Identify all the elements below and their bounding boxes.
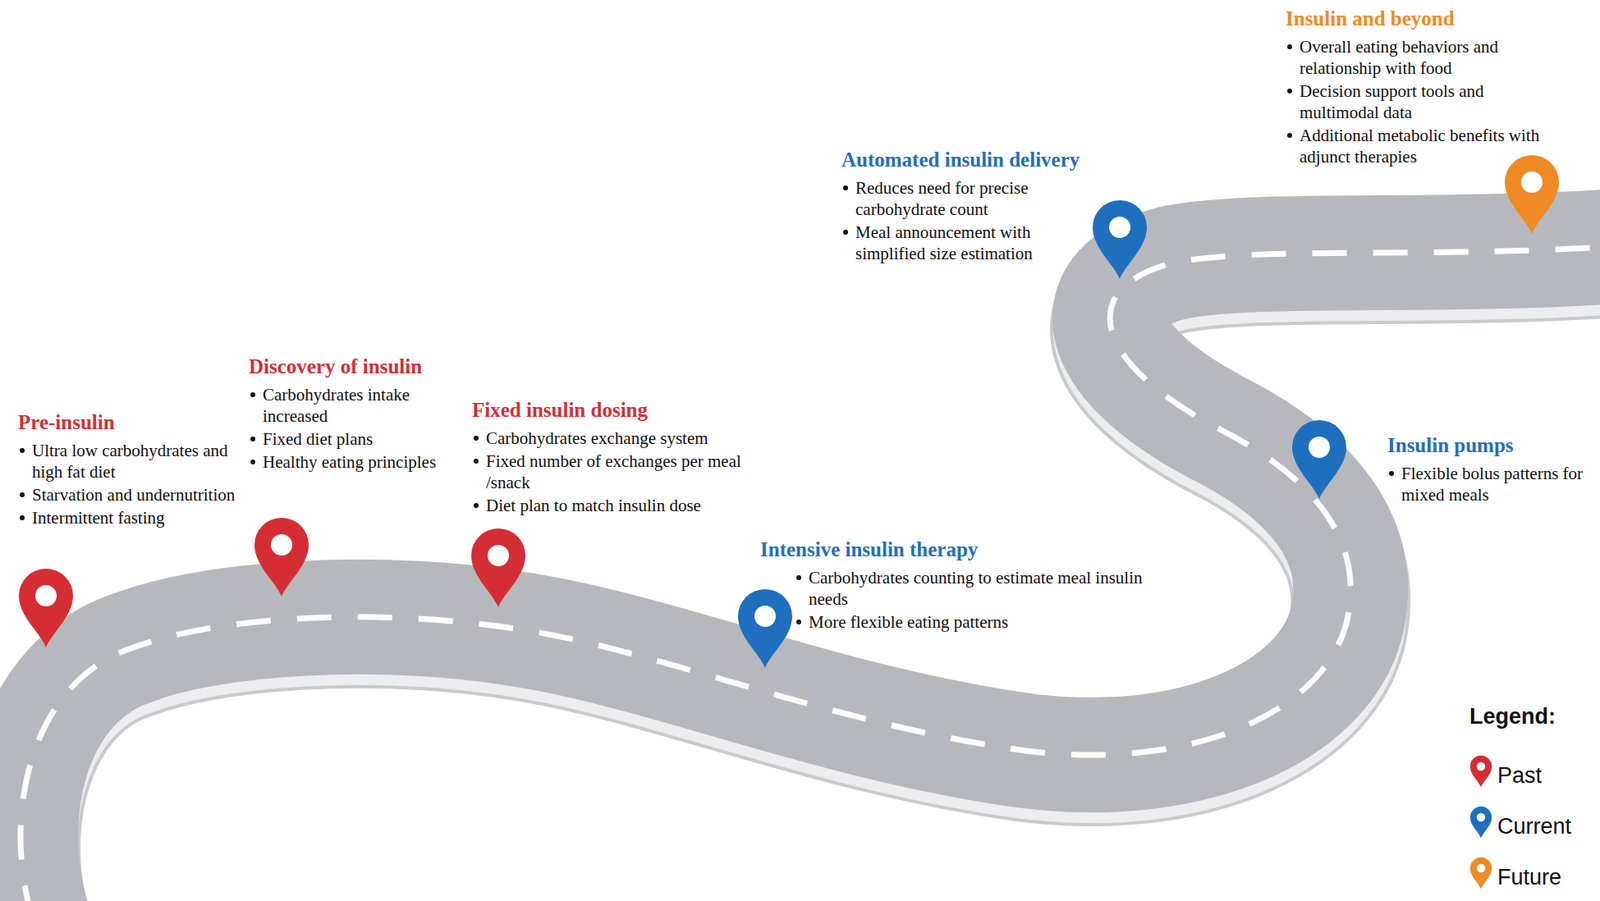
legend-text: Current — [1497, 813, 1572, 840]
map-pin — [18, 568, 74, 648]
legend-row: Past — [1469, 738, 1572, 789]
bullet-dot — [473, 503, 479, 509]
bullet-dot — [19, 492, 25, 498]
milestone: Discovery of insulinCarbohydrates intake… — [248, 354, 464, 475]
bullet-text: Carbohydrates exchange system — [485, 428, 709, 449]
bullet-dot — [1287, 132, 1293, 138]
milestone-bullet: Additional metabolic benefits with adjun… — [1285, 124, 1564, 168]
milestone-bullet: Reduces need for precise carbohydrate co… — [841, 177, 1088, 221]
bullet-text: Reduces need for precise carbohydrate co… — [855, 178, 1028, 220]
bullet-text: Healthy eating principles — [262, 452, 436, 473]
bullet-dot — [796, 619, 802, 625]
milestone-bullet: Diet plan to match insulin dose — [472, 495, 756, 517]
legend-pin — [1469, 754, 1493, 789]
map-pin — [471, 528, 526, 608]
bullet-text: Meal announcement with simplified size e… — [855, 222, 1033, 264]
legend-text: Future — [1497, 864, 1562, 891]
milestone-bullet: Meal announcement with simplified size e… — [841, 221, 1088, 265]
milestone-heading: Intensive insulin therapy — [760, 537, 1147, 563]
milestone-bullet: Carbohydrates exchange system — [472, 427, 756, 450]
map-pin — [1092, 200, 1147, 280]
milestone-heading: Pre-insulin — [18, 410, 258, 436]
map-pin — [738, 589, 793, 669]
milestone: Pre-insulinUltra low carbohydrates and h… — [18, 410, 258, 531]
legend-title: Legend: — [1469, 704, 1572, 730]
bullet-dot — [19, 448, 25, 454]
bullet-text: Additional metabolic benefits with adjun… — [1299, 125, 1540, 167]
bullet-text: Fixed number of exchanges per meal /snac… — [485, 451, 742, 493]
bullet-text: Intermittent fasting — [32, 508, 166, 528]
map-pin — [254, 518, 309, 597]
legend-text: Past — [1497, 762, 1542, 789]
bullet-dot — [1287, 88, 1293, 94]
pin-shape — [1470, 857, 1492, 890]
milestone-bullet: Carbohydrates intake increased — [248, 384, 464, 427]
bullet-text: Decision support tools and multimodal da… — [1299, 81, 1485, 123]
milestone-bullet: Fixed number of exchanges per meal /snac… — [472, 450, 756, 494]
milestone-bullet: Ultra low carbohydrates and high fat die… — [18, 440, 258, 483]
pin-hole — [1476, 864, 1486, 873]
bullet-dot — [1389, 471, 1394, 477]
pin-hole — [1476, 762, 1486, 771]
milestone-heading: Discovery of insulin — [248, 354, 464, 380]
bullet-text: Diet plan to match insulin dose — [485, 495, 702, 516]
milestone-heading: Automated insulin delivery — [841, 147, 1088, 173]
legend-row: Future — [1469, 839, 1572, 891]
milestone: Fixed insulin dosingCarbohydrates exchan… — [472, 398, 756, 519]
bullet-dot — [250, 459, 256, 465]
pin-hole — [1476, 813, 1486, 822]
bullet-dot — [843, 185, 849, 191]
road-surface — [20, 246, 1600, 901]
milestone-bullet: Starvation and undernutrition — [18, 484, 258, 506]
bullet-text: Carbohydrates counting to estimate meal … — [808, 568, 1143, 610]
legend-row: Current — [1469, 788, 1572, 840]
milestone-bullet: Healthy eating principles — [248, 451, 464, 473]
milestone-bullet: Intermittent fasting — [18, 507, 258, 529]
milestone-bullet: Decision support tools and multimodal da… — [1285, 80, 1564, 124]
milestone: Automated insulin deliveryReduces need f… — [841, 147, 1088, 266]
map-pin — [1504, 155, 1559, 234]
bullet-text: Fixed diet plans — [262, 429, 373, 450]
milestone: Insulin pumpsFlexible bolus patterns for… — [1387, 433, 1595, 508]
pin-shape — [1470, 756, 1492, 788]
milestone-bullet: Flexible bolus patterns for mixed meals — [1387, 463, 1595, 506]
milestone-heading: Insulin pumps — [1387, 433, 1595, 459]
bullet-dot — [250, 436, 256, 442]
bullet-dot — [843, 229, 849, 235]
bullet-text: Overall eating behaviors and relationshi… — [1299, 36, 1499, 78]
legend: Legend: PastCurrentFuture — [1469, 704, 1572, 891]
bullet-dot — [796, 575, 802, 581]
bullet-text: Carbohydrates intake increased — [262, 385, 410, 427]
milestone: Insulin and beyondOverall eating behavio… — [1285, 6, 1564, 170]
bullet-dot — [1287, 44, 1293, 50]
milestone: Intensive insulin therapyCarbohydrates c… — [760, 537, 1147, 635]
bullet-dot — [473, 458, 479, 464]
bullet-dot — [19, 515, 25, 521]
milestone-bullet: Overall eating behaviors and relationshi… — [1285, 36, 1564, 79]
legend-pin — [1469, 805, 1493, 840]
milestone-heading: Insulin and beyond — [1285, 6, 1564, 32]
bullet-dot — [250, 392, 256, 398]
road-centre-line — [20, 246, 1600, 901]
bullet-text: Flexible bolus patterns for mixed meals — [1401, 463, 1583, 505]
map-pin — [1292, 420, 1347, 500]
milestone-heading: Fixed insulin dosing — [472, 398, 756, 423]
bullet-text: Ultra low carbohydrates and high fat die… — [32, 440, 229, 482]
milestone-bullet: Carbohydrates counting to estimate meal … — [794, 567, 1147, 610]
milestone-bullet: More flexible eating patterns — [794, 611, 1147, 633]
bullet-dot — [473, 435, 479, 441]
legend-pin — [1469, 856, 1493, 891]
bullet-text: More flexible eating patterns — [808, 612, 1009, 633]
bullet-text: Starvation and undernutrition — [32, 485, 235, 505]
pin-shape — [1470, 806, 1492, 839]
milestone-bullet: Fixed diet plans — [248, 428, 464, 450]
